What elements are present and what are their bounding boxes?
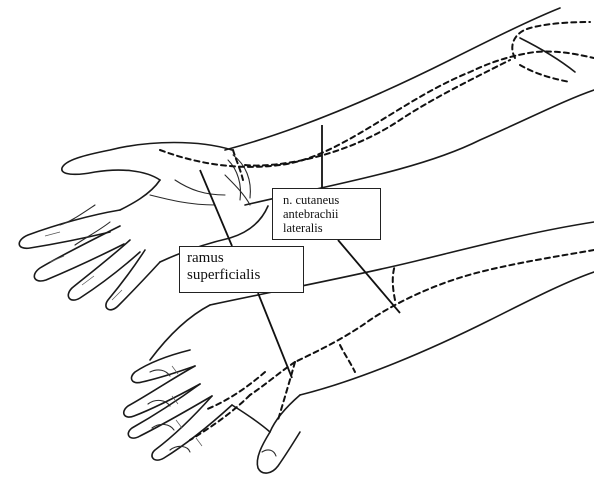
- pointer-line-lower-b: [258, 293, 292, 378]
- label-line: n. cutaneus: [283, 193, 380, 207]
- upper-arm-drawing: [19, 8, 594, 310]
- pointer-line-lower-a: [200, 170, 232, 246]
- label-line: lateralis: [283, 221, 380, 235]
- label-line: antebrachii: [283, 207, 380, 221]
- label-line: superficialis: [187, 267, 303, 284]
- label-ramus-superficialis: ramus superficialis: [179, 246, 304, 293]
- label-line: ramus: [187, 250, 303, 267]
- label-cutaneus-antebrachii-lateralis: n. cutaneus antebrachii lateralis: [272, 188, 381, 240]
